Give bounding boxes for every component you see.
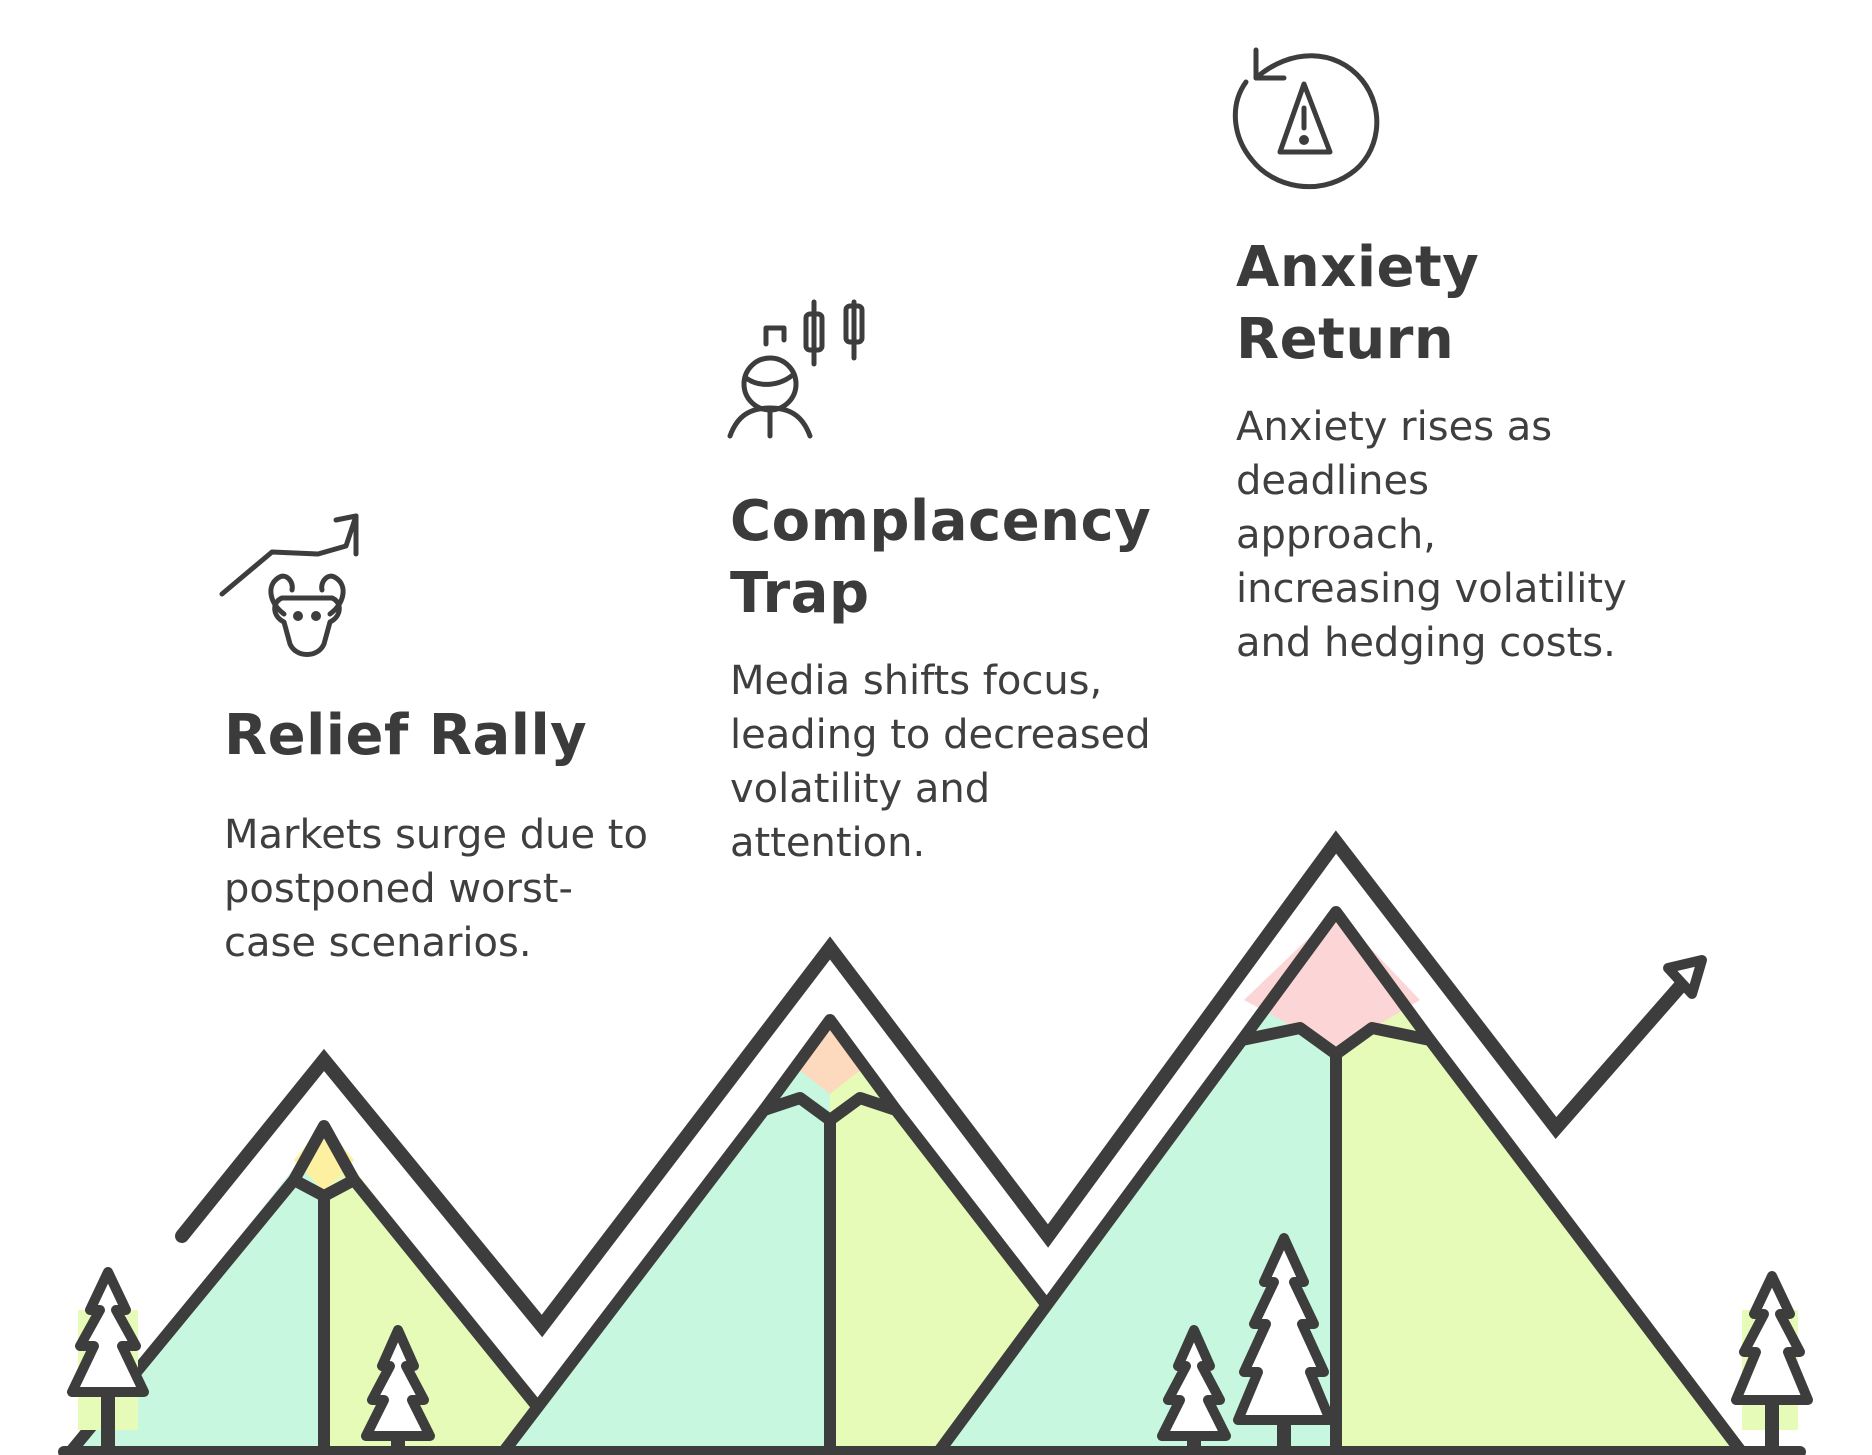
peak-highlight-orange	[792, 1016, 868, 1094]
arrow-head-icon	[1663, 955, 1707, 999]
peak-highlight-yellow	[294, 1124, 354, 1192]
stage-complacency-trap: Complacency Trap Media shifts focus, lea…	[730, 486, 1190, 870]
stage-description: Media shifts focus, leading to decreased…	[730, 658, 1151, 866]
person-candlestick-icon	[727, 299, 865, 439]
stage-title: Anxiety Return	[1236, 235, 1480, 372]
tree-far-right	[1731, 1271, 1813, 1450]
stage-title: Relief Rally	[224, 703, 588, 768]
mountain-relief-rally	[66, 1120, 546, 1455]
tree-far-left	[67, 1267, 149, 1450]
stage-description: Anxiety rises as deadlines approach, inc…	[1236, 404, 1627, 666]
tree-tall-right	[1233, 1233, 1335, 1450]
peak-highlight-pink	[1244, 912, 1420, 1050]
warning-cycle-icon	[1232, 47, 1380, 190]
mountain-anxiety-return	[934, 906, 1746, 1455]
stage-relief-rally: Relief Rally Markets surge due to postpo…	[224, 700, 654, 970]
stage-title: Complacency Trap	[730, 489, 1152, 626]
trend-arrow	[175, 830, 1707, 1338]
bull-market-icon	[219, 513, 359, 657]
stage-description: Markets surge due to postponed worst-cas…	[224, 812, 648, 966]
stage-anxiety-return: Anxiety Return Anxiety rises as deadline…	[1236, 232, 1636, 670]
